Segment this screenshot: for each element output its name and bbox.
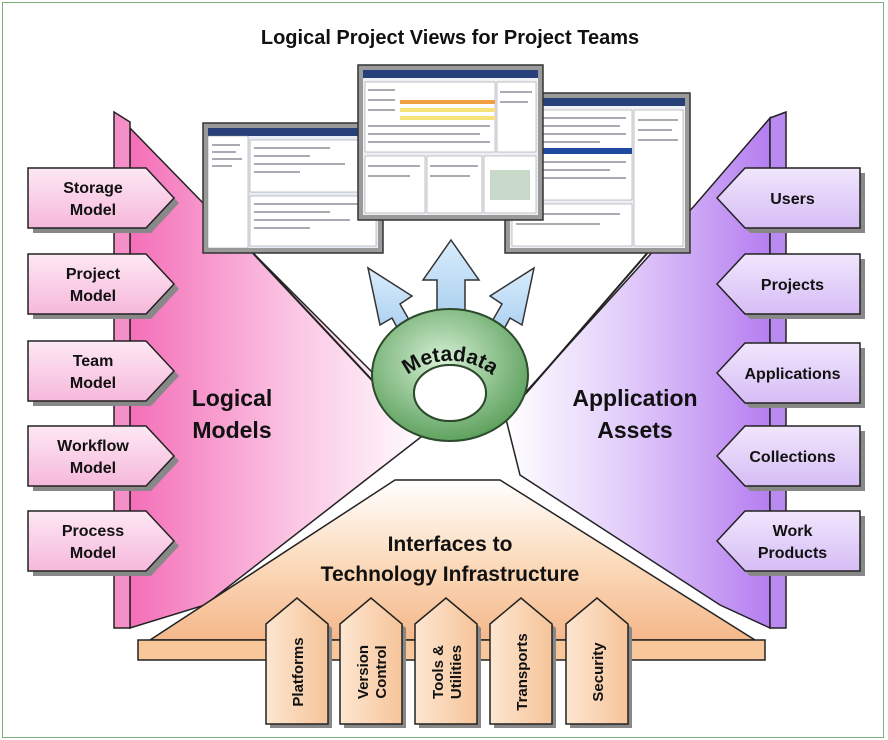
bottom-box-2: Tools &Utilities <box>414 597 481 728</box>
screenshot-center <box>357 64 544 221</box>
right-box-label-line1: Work <box>773 523 813 540</box>
left-box-label-line1: Workflow <box>57 438 129 455</box>
bottom-box-0: Platforms <box>265 597 332 728</box>
bottom-box-label: Transports <box>514 633 531 711</box>
right-box-label: Collections <box>749 449 835 466</box>
bottom-box-label-line1: Tools & <box>430 645 447 699</box>
left-box-label-line1: Process <box>62 523 124 540</box>
bottom-box-3: Transports <box>489 597 556 728</box>
right-box-label: Projects <box>761 277 824 294</box>
left-box-label-line2: Model <box>70 460 116 477</box>
bottom-box-4: Security <box>565 597 632 728</box>
bottom-heading-line1: Interfaces to <box>388 533 513 556</box>
bottom-box-label-line1: Version <box>355 645 372 699</box>
screenshot-left <box>202 122 384 254</box>
right-box-3: Collections <box>715 425 865 491</box>
left-box-label-line2: Model <box>70 545 116 562</box>
right-box-label: Applications <box>744 366 840 383</box>
left-box-label-line1: Project <box>66 266 121 283</box>
right-box-label-line2: Products <box>758 545 827 562</box>
right-box-1: Projects <box>715 253 865 319</box>
right-heading-line2: Assets <box>597 417 672 443</box>
bottom-box-label: Security <box>590 642 607 702</box>
left-box-label-line2: Model <box>70 288 116 305</box>
right-box-label: Users <box>770 191 815 208</box>
bottom-box-label-line2: Utilities <box>448 645 465 699</box>
right-heading-line1: Application <box>572 385 697 411</box>
bottom-heading-line2: Technology Infrastructure <box>321 563 580 586</box>
right-box-2: Applications <box>715 342 865 408</box>
connector-line <box>519 249 651 401</box>
left-model-boxes: StorageModelProjectModelTeamModelWorkflo… <box>27 167 179 576</box>
metadata-ring: Metadata <box>370 308 530 442</box>
bottom-box-label: Platforms <box>290 637 307 706</box>
left-box-label-line2: Model <box>70 202 116 219</box>
left-box-label-line1: Storage <box>63 180 123 197</box>
left-heading-line2: Models <box>192 417 271 443</box>
left-heading-line1: Logical <box>192 385 273 411</box>
diagram-title: Logical Project Views for Project Teams <box>261 27 639 49</box>
right-box-0: Users <box>715 167 865 233</box>
bottom-box-label-line2: Control <box>373 645 390 698</box>
right-asset-boxes: UsersProjectsApplicationsCollectionsWork… <box>715 167 865 576</box>
left-box-label-line2: Model <box>70 375 116 392</box>
left-box-label-line1: Team <box>73 353 114 370</box>
